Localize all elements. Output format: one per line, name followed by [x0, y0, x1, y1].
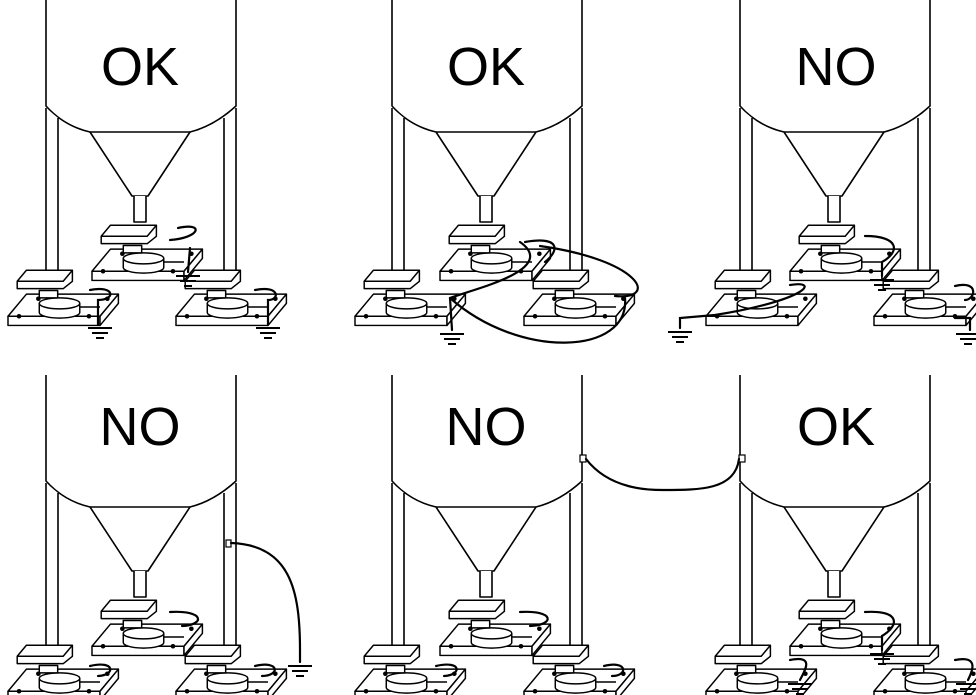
panel-4: NO [8, 375, 312, 695]
panel-2-label: OK [447, 37, 525, 97]
panel-2: OK [355, 0, 638, 344]
panel-1-label: OK [101, 37, 179, 97]
panel-5-label: NO [446, 397, 527, 457]
silo-bonding-wire [580, 455, 745, 490]
panel-1: OK [8, 0, 286, 338]
panel-5: NO [355, 375, 634, 695]
panel-6-label: OK [797, 397, 875, 457]
panel-3: NO [668, 0, 976, 344]
panel-3-label: NO [796, 37, 877, 97]
panel-4-label: NO [100, 397, 181, 457]
panel-6: OK [706, 375, 976, 695]
